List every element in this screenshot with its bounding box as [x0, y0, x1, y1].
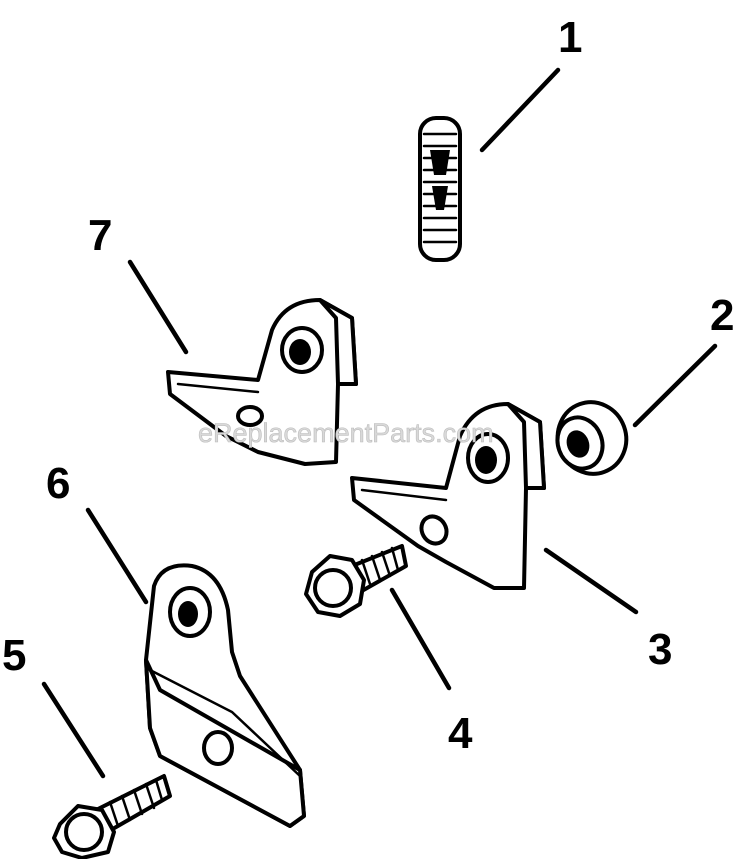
callout-3: 3 [648, 625, 672, 674]
watermark-text: eReplacementParts.com [198, 418, 494, 448]
leader-3 [543, 547, 639, 615]
callout-labels: 1 2 3 4 5 6 7 [2, 13, 734, 758]
callout-2: 2 [710, 291, 734, 340]
leader-7 [127, 259, 189, 355]
leader-5 [41, 681, 106, 779]
part-1-threaded-stud[interactable] [418, 116, 462, 262]
leader-lines [41, 67, 718, 779]
part-5-hex-bolt[interactable] [52, 774, 172, 859]
part-7-bracket[interactable] [166, 298, 358, 466]
callout-7: 7 [88, 211, 112, 260]
leader-6 [85, 507, 149, 605]
part-2-washer[interactable] [548, 393, 637, 484]
callout-6: 6 [46, 459, 70, 508]
leader-2 [632, 343, 718, 428]
callout-4: 4 [448, 709, 473, 758]
leader-4 [389, 587, 452, 691]
callout-1: 1 [558, 13, 582, 62]
callout-5: 5 [2, 631, 26, 680]
leader-1 [479, 67, 561, 153]
part-3-bracket[interactable] [350, 402, 546, 590]
part-6-bracket[interactable] [144, 563, 306, 828]
part-4-hex-bolt[interactable] [304, 544, 408, 618]
